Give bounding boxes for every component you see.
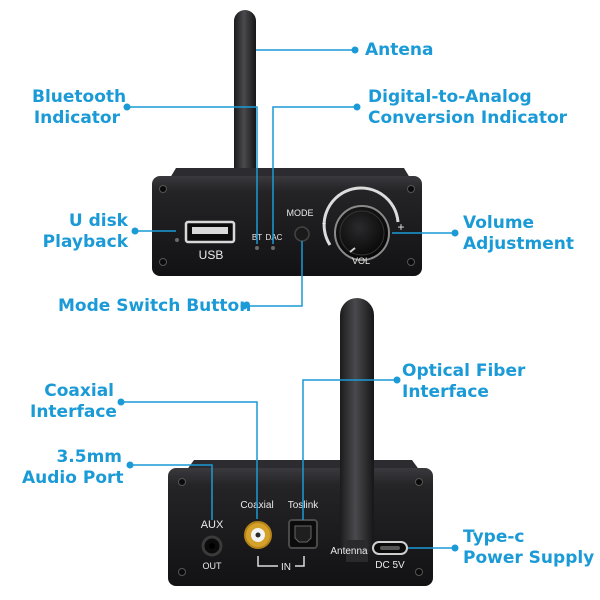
callout-coaxial: Coaxial Interface [30,381,117,423]
callout-typec: Type-c Power Supply [463,527,594,569]
volume-knob [334,205,390,261]
front-antenna [234,10,256,185]
in-label: IN [281,562,291,573]
volume-arc [322,186,400,246]
callout-mode: Mode Switch Button [58,296,251,317]
back-unit: AUX OUT Coaxial Toslink IN Antenna DC 5V [168,298,433,586]
callout-typec-line1: Type-c [463,527,525,547]
callout-optical-line1: Optical Fiber [402,361,526,381]
callout-optical-line2: Interface [402,382,489,402]
dc5v-label: DC 5V [375,560,405,571]
callout-volume: Volume Adjustment [463,213,574,255]
vol-label: VOL [352,256,370,266]
callout-coaxial-line2: Interface [30,402,117,422]
usb-label: USB [199,248,224,262]
callout-dac-line2: Conversion Indicator [368,108,568,128]
dac-led [271,246,275,250]
callout-bluetooth-line1: Bluetooth [32,87,127,107]
bt-led [255,246,259,250]
vol-minus: - [322,215,326,230]
callout-bluetooth: Bluetooth Indicator [32,87,127,129]
callout-dac: Digital-to-Analog Conversion Indicator [368,87,567,129]
callout-volume-line2: Adjustment [463,234,574,254]
aux-label: AUX [201,519,224,531]
vol-plus: + [397,220,404,234]
udisk-led [175,238,179,242]
leader-dots [117,46,459,552]
callout-audio: 3.5mm Audio Port [22,447,124,489]
dac-label: DAC [266,233,283,242]
callout-audio-line2: Audio Port [22,468,124,488]
callout-audio-line1: 3.5mm [56,447,122,467]
callout-udisk-line1: U disk [68,211,128,231]
mode-label: MODE [287,208,314,218]
front-unit: USB BT DAC MODE - + VOL [152,10,422,276]
callout-volume-line1: Volume [463,213,535,233]
callout-mode-line1: Mode Switch Button [58,296,252,316]
back-antenna [340,298,374,558]
antenna-label: Antenna [330,546,368,557]
leader-lines [121,49,455,549]
callout-dac-line1: Digital-to-Analog [368,87,532,107]
out-label: OUT [203,561,223,571]
callout-antena: Antena [365,40,434,61]
callout-bluetooth-line2: Indicator [33,108,120,128]
callout-optical: Optical Fiber Interface [402,361,525,403]
mode-button [294,226,310,242]
callout-udisk-line2: Playback [42,232,128,252]
callout-udisk: U disk Playback [32,211,128,253]
callout-typec-line2: Power Supply [463,548,595,568]
callout-antena-line1: Antena [365,40,434,60]
callout-coaxial-line1: Coaxial [44,381,114,401]
